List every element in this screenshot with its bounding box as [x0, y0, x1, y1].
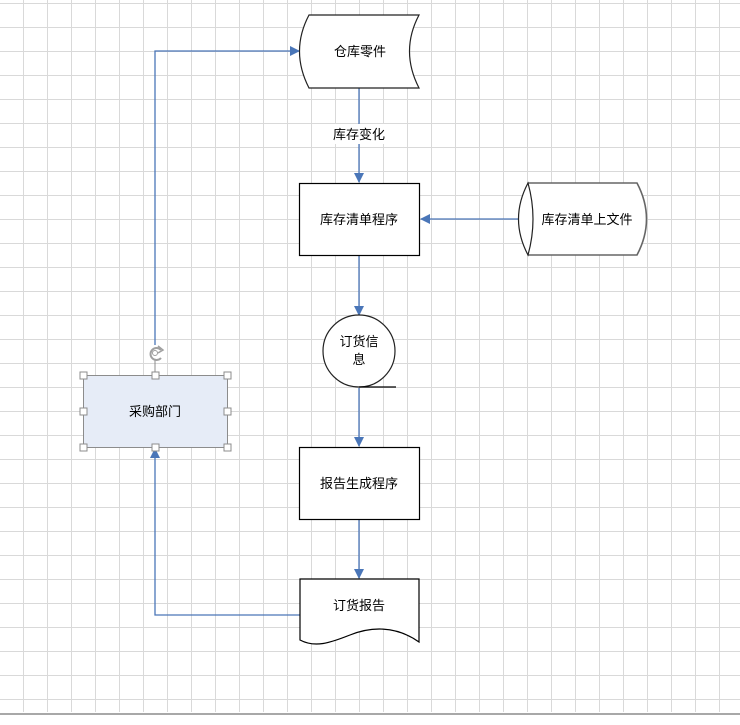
node-warehouse-parts[interactable]: 仓库零件	[299, 14, 420, 89]
node-label: 库存清单上文件	[541, 212, 632, 228]
edge-order-report-to-purchasing[interactable]	[150, 448, 300, 616]
resize-handle-w[interactable]	[79, 407, 88, 416]
node-order-info[interactable]: 订货信 息	[322, 314, 396, 388]
node-label-line2: 息	[352, 352, 365, 368]
resize-handle-sw[interactable]	[79, 443, 88, 452]
node-inventory-file[interactable]: 库存清单上文件	[518, 181, 648, 257]
node-label: 报告生成程序	[320, 477, 398, 492]
node-label: 仓库零件	[334, 44, 386, 60]
node-order-report[interactable]: 订货报告	[299, 578, 420, 645]
canvas-bottom-edge	[0, 713, 740, 715]
edge-purchasing-to-parts[interactable]	[154, 46, 300, 345]
node-label: 订货报告	[333, 598, 385, 614]
edge-label-bg	[328, 124, 390, 144]
resize-handle-e[interactable]	[223, 407, 232, 416]
node-inventory-program[interactable]: 库存清单程序	[298, 182, 421, 257]
resize-handle-s[interactable]	[151, 443, 160, 452]
rotate-handle-icon[interactable]	[149, 345, 165, 372]
resize-handle-nw[interactable]	[79, 371, 88, 380]
node-label: 采购部门	[129, 404, 181, 420]
edge-label-inventory-change: 库存变化	[333, 127, 385, 143]
node-purchasing-dept[interactable]: 采购部门	[83, 375, 228, 448]
node-report-program[interactable]: 报告生成程序	[298, 446, 421, 521]
node-label-line1: 订货信	[339, 334, 378, 350]
node-label: 库存清单程序	[320, 212, 398, 228]
resize-handle-n[interactable]	[151, 371, 160, 380]
connectors: 库存变化	[150, 46, 519, 616]
resize-handle-ne[interactable]	[223, 371, 232, 380]
resize-handle-se[interactable]	[223, 443, 232, 452]
